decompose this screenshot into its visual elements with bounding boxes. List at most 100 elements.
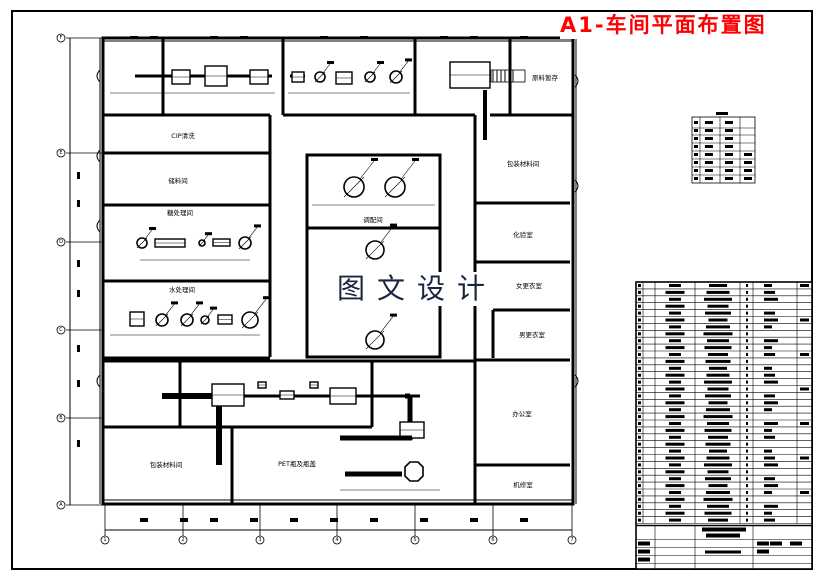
- table-cell-mark: [665, 470, 685, 474]
- leader-line: [380, 316, 394, 333]
- table-cell-mark: [764, 491, 772, 494]
- tank-mark: [364, 71, 376, 83]
- table-cell-mark: [764, 463, 778, 467]
- table-cell-mark: [669, 353, 681, 356]
- tag-mark: [171, 301, 178, 305]
- table-cell-mark: [638, 449, 641, 453]
- dimension-mark: [77, 172, 80, 179]
- table-cell-mark: [638, 497, 641, 501]
- tank-mark: [155, 313, 169, 327]
- table-cell-mark: [638, 415, 641, 419]
- table-cell-mark: [746, 484, 748, 488]
- room-water: 水处理间: [169, 285, 195, 294]
- table-cell-mark: [746, 394, 748, 398]
- table-cell-mark: [665, 456, 685, 460]
- table-cell-mark: [708, 318, 728, 322]
- legend-cell-mark: [694, 121, 698, 124]
- table-cell-mark: [800, 353, 809, 356]
- table-cell-mark: [746, 290, 748, 294]
- table-cell-mark: [665, 346, 685, 350]
- table-cell-mark: [665, 359, 685, 363]
- table-cell-mark: [746, 518, 748, 522]
- table-cell-mark: [709, 284, 727, 287]
- grid-col-bubble: [567, 535, 577, 545]
- legend-cell-mark: [744, 177, 752, 180]
- table-cell-mark: [746, 415, 748, 419]
- table-cell-mark: [669, 449, 681, 453]
- table-cell-mark: [746, 456, 748, 460]
- table-cell-mark: [703, 497, 733, 501]
- legend-cell-mark: [725, 177, 733, 180]
- grid-col-label: 1: [103, 537, 106, 543]
- table-cell-mark: [638, 332, 641, 336]
- legend-cell-mark: [705, 161, 713, 164]
- table-cell-mark: [764, 484, 778, 488]
- tag-mark: [254, 224, 261, 228]
- legend-cell-mark: [694, 145, 698, 148]
- table-cell-mark: [764, 428, 772, 432]
- legend-frame: [691, 116, 756, 184]
- grid-row-bubble: [56, 148, 66, 158]
- table-cell-mark: [638, 401, 641, 405]
- leader-line: [207, 309, 214, 317]
- door-swing: [96, 219, 101, 233]
- tank-mark: [198, 239, 206, 247]
- leader-line: [372, 63, 381, 74]
- leader-line: [400, 160, 416, 180]
- tank-mark: [136, 237, 148, 249]
- tag-mark: [412, 158, 419, 161]
- tag-mark: [371, 158, 378, 161]
- dimension-mark: [210, 518, 218, 522]
- title-block-mark: [770, 541, 782, 546]
- table-cell-mark: [638, 484, 641, 488]
- table-cell-mark: [638, 284, 641, 287]
- table-cell-mark: [746, 304, 748, 308]
- legend-cell-mark: [694, 169, 698, 172]
- table-cell-mark: [746, 470, 748, 474]
- table-cell-mark: [764, 346, 772, 350]
- table-cell-mark: [638, 470, 641, 474]
- room-storage: 储料间: [168, 176, 188, 185]
- room-female-locker: 女更衣室: [516, 281, 543, 290]
- grid-col-bubble: [100, 535, 110, 545]
- title-block-mark: [757, 549, 769, 554]
- door-swing: [96, 69, 101, 83]
- legend-cell-mark: [705, 129, 713, 132]
- tag-mark: [390, 313, 397, 317]
- title-block-mark: [757, 541, 769, 546]
- table-cell-mark: [665, 428, 685, 432]
- door-swing: [96, 374, 101, 388]
- table-cell-mark: [746, 339, 748, 343]
- table-cell-mark: [706, 373, 730, 377]
- table-cell-mark: [746, 442, 748, 446]
- table-cell-mark: [764, 504, 778, 508]
- table-cell-mark: [746, 449, 748, 453]
- table-cell-mark: [665, 387, 685, 391]
- legend-cell-mark: [725, 137, 733, 140]
- table-cell-mark: [746, 435, 748, 439]
- title-block-mark: [705, 550, 741, 554]
- table-cell-mark: [764, 284, 772, 287]
- grid-col-label: 5: [413, 537, 416, 543]
- tank-mark: [343, 176, 365, 198]
- legend-cell-mark: [744, 161, 752, 164]
- room-lab: 化验室: [513, 230, 533, 239]
- tag-mark: [205, 232, 212, 236]
- leader-line: [144, 229, 153, 240]
- table-cell-mark: [665, 442, 685, 446]
- table-cell-mark: [669, 339, 681, 343]
- legend-cell-mark: [725, 145, 733, 148]
- table-cell-mark: [665, 415, 685, 419]
- grid-col-bubble: [410, 535, 420, 545]
- legend-cell-mark: [725, 121, 733, 124]
- title-block-mark: [702, 527, 746, 532]
- grid-col-bubble: [178, 535, 188, 545]
- table-cell-mark: [638, 504, 641, 508]
- table-cell-mark: [704, 511, 732, 515]
- legend-cell-mark: [694, 177, 698, 180]
- table-cell-mark: [704, 346, 732, 350]
- table-cell-mark: [669, 477, 681, 481]
- table-cell-mark: [764, 311, 775, 315]
- table-cell-mark: [665, 290, 685, 294]
- table-cell-mark: [800, 284, 809, 287]
